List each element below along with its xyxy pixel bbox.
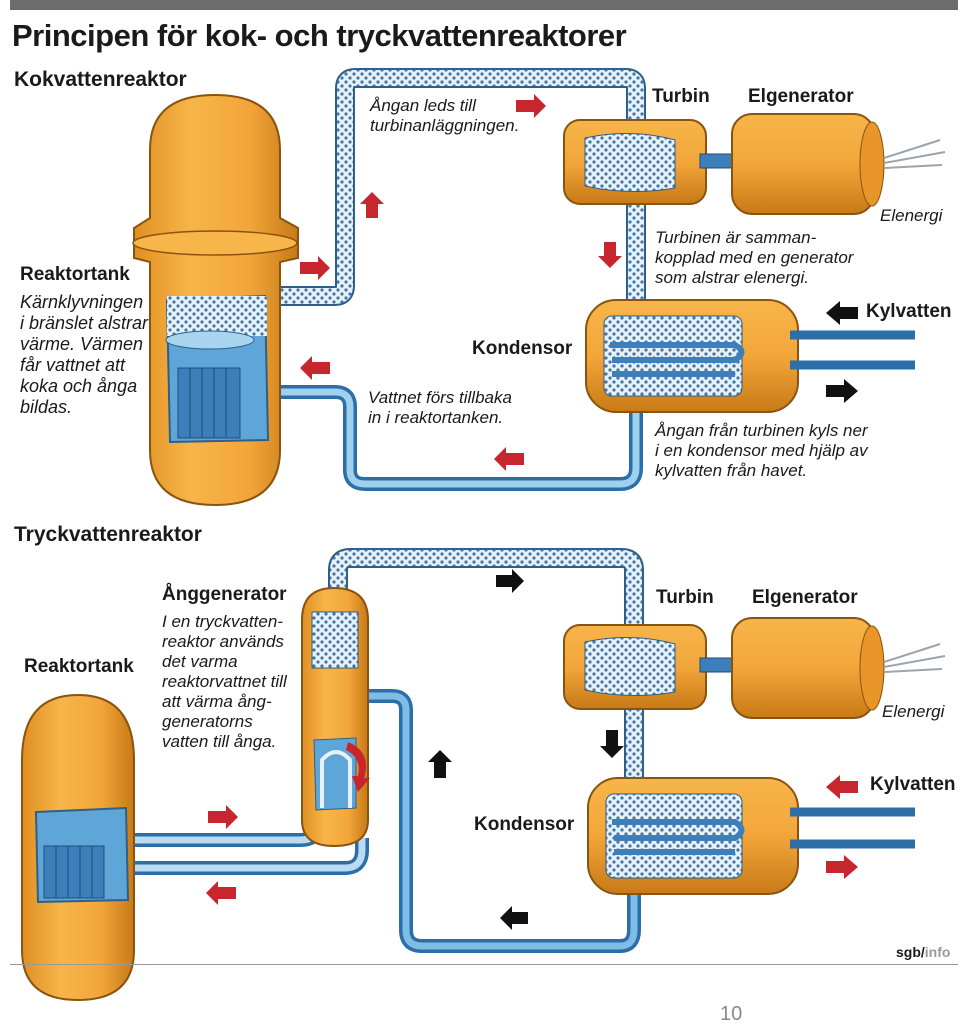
page-number: 10 — [720, 1003, 743, 1025]
bwr-energy-label: Elenergi — [880, 206, 943, 225]
pwr-return-pipe — [368, 689, 641, 953]
bwr-turbine-text: Turbinen är samman- kopplad med en gener… — [655, 228, 854, 287]
bwr-reactor-tank-label: Reaktortank — [20, 264, 130, 285]
pwr-turbine — [563, 624, 737, 710]
bwr-return-pipe — [275, 385, 643, 491]
bwr-reactor-tank — [132, 93, 299, 507]
bwr-condenser-text: Ångan från turbinen kyls ner i en konden… — [655, 421, 868, 480]
pwr-steam-gen-label: Ånggenerator — [162, 584, 287, 605]
bwr-reactor-tank-text: Kärnklyvningen i bränslet alstrar värme.… — [20, 292, 149, 417]
bwr-condenser — [585, 299, 915, 413]
pwr-steam-generator — [301, 586, 370, 848]
bwr-return-text: Vattnet förs tillbaka in i reaktortanken… — [368, 388, 512, 427]
publisher-logo: sgb/info — [896, 944, 951, 960]
pwr-generator — [731, 617, 946, 719]
pwr-condenser — [587, 777, 915, 895]
pwr-condenser-label: Kondensor — [474, 814, 575, 835]
bwr-flow-arrows — [300, 94, 858, 471]
top-rule — [10, 0, 958, 10]
pwr-steam-gen-text: I en tryckvatten- reaktor används det va… — [162, 612, 287, 751]
bwr-steam-pipe — [275, 68, 646, 306]
bwr-condenser-label: Kondensor — [472, 338, 573, 359]
bwr-steam-text: Ångan leds till turbinanläggningen. — [370, 96, 520, 135]
pwr-cooling-label: Kylvatten — [870, 774, 956, 795]
pwr-flow-arrows — [206, 569, 858, 930]
pwr-steam-pipe — [328, 548, 644, 785]
bwr-generator-label: Elgenerator — [748, 86, 854, 107]
pwr-heading: Tryckvattenreaktor — [14, 523, 202, 546]
pwr-generator-label: Elgenerator — [752, 587, 858, 608]
pwr-reactor-tank-label: Reaktortank — [24, 656, 134, 677]
pwr-turbine-label: Turbin — [656, 587, 714, 608]
page-title: Principen för kok- och tryckvattenreakto… — [12, 18, 627, 53]
bwr-heading: Kokvattenreaktor — [14, 68, 187, 91]
bwr-turbine — [563, 119, 737, 205]
bottom-rule — [10, 964, 958, 965]
pwr-energy-label: Elenergi — [882, 702, 945, 721]
pwr-reactor-tank — [21, 693, 135, 1002]
bwr-cooling-label: Kylvatten — [866, 301, 952, 322]
bwr-turbine-label: Turbin — [652, 86, 710, 107]
bwr-generator — [731, 113, 946, 215]
